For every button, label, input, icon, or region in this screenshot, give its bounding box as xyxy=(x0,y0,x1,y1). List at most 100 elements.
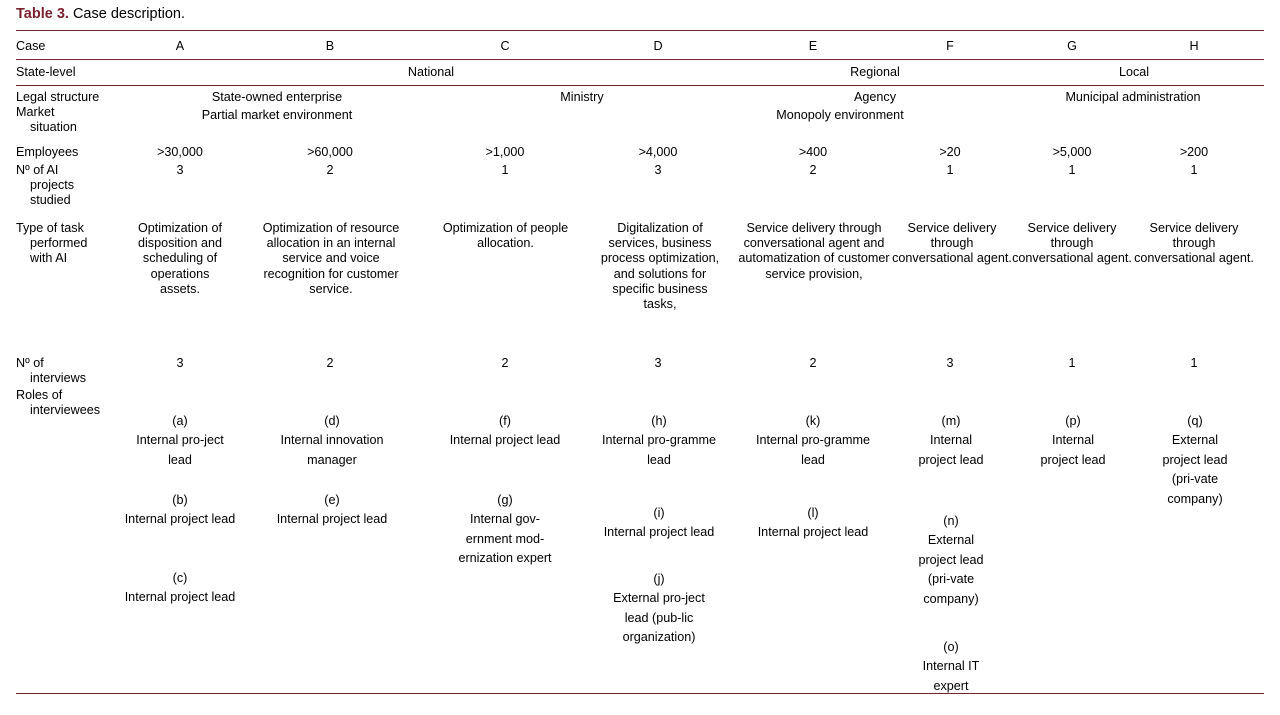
role-id: (i) xyxy=(653,506,665,520)
role-id: (o) xyxy=(943,640,959,654)
role-item: (c) Internal project lead xyxy=(124,569,236,608)
employees-d: >4,000 xyxy=(638,145,678,159)
rule-bottom xyxy=(16,693,1264,695)
interviews-a: 3 xyxy=(176,356,184,370)
row-label-state-level: State-level xyxy=(16,65,76,79)
role-item: (b) Internal project lead xyxy=(124,491,236,530)
role-id: (p) xyxy=(1065,414,1081,428)
role-id: (e) xyxy=(324,493,340,507)
task-type-c: Optimization of people allocation. xyxy=(442,221,569,251)
row-label-market-situation-line2: situation xyxy=(30,120,77,135)
row-label-ai-projects-line3: studied xyxy=(30,193,71,208)
row-label-interviews: Nº of interviews xyxy=(16,356,134,386)
ai-projects-f: 1 xyxy=(946,163,954,177)
task-type-h: Service delivery through conversational … xyxy=(1134,221,1254,266)
legal-structure-cd: Ministry xyxy=(560,90,604,104)
employees-e: >400 xyxy=(798,145,828,159)
rule-top xyxy=(16,30,1264,32)
ai-projects-g: 1 xyxy=(1068,163,1076,177)
role-item: (f) Internal project lead xyxy=(446,412,564,451)
role-id: (l) xyxy=(807,506,819,520)
role-item: (k) Internal pro-​gramme lead xyxy=(754,412,872,470)
role-text: External project lead (pri-​vate company… xyxy=(918,533,984,606)
ai-projects-h: 1 xyxy=(1190,163,1198,177)
column-header-e: E xyxy=(808,39,818,53)
row-label-roles: Roles of interviewees xyxy=(16,388,134,418)
role-text: Internal project lead xyxy=(449,433,561,448)
row-label-task-type-line3: with AI xyxy=(30,251,68,266)
legal-structure-ef: Agency xyxy=(853,90,896,104)
row-label-task-type: Type of task performed with AI xyxy=(16,221,134,267)
state-level-regional: Regional xyxy=(850,65,900,79)
column-header-b: B xyxy=(325,39,335,53)
role-item: (d) Internal innovation manager xyxy=(258,412,406,470)
role-item: (q) External project lead (pri-​vate com… xyxy=(1160,412,1230,509)
role-text: Internal gov-​ernment mod-​ernization ex… xyxy=(458,512,552,566)
row-label-roles-line2: interviewees xyxy=(30,403,100,418)
role-item: (g) Internal gov-​ernment mod-​ernizatio… xyxy=(458,491,552,569)
market-situation-ef: Monopoly environment xyxy=(776,108,904,122)
ai-projects-e: 2 xyxy=(809,163,817,177)
row-label-ai-projects-line2: projects xyxy=(30,178,75,193)
role-id: (c) xyxy=(172,571,188,585)
state-level-national: National xyxy=(407,65,455,79)
role-text: Internal project lead xyxy=(1040,433,1106,467)
role-text: Internal IT expert xyxy=(922,659,980,693)
employees-b: >60,000 xyxy=(307,145,353,159)
role-item: (n) External project lead (pri-​vate com… xyxy=(916,512,986,609)
task-type-d: Digitalization of services, business pro… xyxy=(600,221,720,312)
legal-structure-ab: State-owned enterprise xyxy=(211,90,343,104)
role-item: (i) Internal project lead xyxy=(600,504,718,543)
row-label-roles-line1: Roles of xyxy=(16,388,63,402)
ai-projects-c: 1 xyxy=(501,163,509,177)
row-label-employees: Employees xyxy=(16,145,79,159)
role-id: (d) xyxy=(324,414,340,428)
role-item: (p) Internal project lead xyxy=(1038,412,1108,470)
rule-under-state-level xyxy=(16,85,1264,86)
role-text: Internal project lead xyxy=(603,525,715,540)
legal-structure-gh: Municipal administration xyxy=(1065,90,1201,104)
role-id: (q) xyxy=(1187,414,1203,428)
employees-g: >5,000 xyxy=(1052,145,1092,159)
role-item: (m) Internal project lead xyxy=(916,412,986,470)
row-label-market-situation: Market situation xyxy=(16,105,134,135)
employees-f: >20 xyxy=(939,145,961,159)
role-item: (l) Internal project lead xyxy=(754,504,872,543)
ai-projects-b: 2 xyxy=(326,163,334,177)
role-text: Internal pro-​gramme lead xyxy=(755,433,871,467)
task-type-b: Optimization of resource allocation in a… xyxy=(262,221,400,296)
row-label-ai-projects: Nº of AI projects studied xyxy=(16,163,134,209)
role-text: Internal project lead xyxy=(757,525,869,540)
role-item: (o) Internal IT expert xyxy=(916,638,986,696)
interviews-b: 2 xyxy=(326,356,334,370)
role-text: Internal project lead xyxy=(124,590,236,605)
role-item: (j) External pro-​ject lead (pub-​lic or… xyxy=(606,570,712,648)
row-label-task-type-line1: Type of task xyxy=(16,221,84,235)
task-type-f: Service delivery through conversational … xyxy=(892,221,1012,266)
interviews-h: 1 xyxy=(1190,356,1198,370)
role-id: (h) xyxy=(651,414,667,428)
market-situation-ab: Partial market environment xyxy=(201,108,353,122)
employees-h: >200 xyxy=(1179,145,1209,159)
column-header-f: F xyxy=(946,39,954,53)
task-type-g: Service delivery through conversational … xyxy=(1012,221,1132,266)
row-label-ai-projects-line1: Nº of AI xyxy=(16,163,59,177)
role-id: (m) xyxy=(941,414,961,428)
role-id: (j) xyxy=(653,572,665,586)
column-header-d: D xyxy=(653,39,663,53)
role-text: External pro-​ject lead (pub-​lic organi… xyxy=(613,591,705,645)
row-label-interviews-line2: interviews xyxy=(30,371,86,386)
employees-c: >1,000 xyxy=(485,145,525,159)
table-caption-text: Case description. xyxy=(68,6,185,22)
column-header-g: G xyxy=(1067,39,1077,53)
interviews-e: 2 xyxy=(809,356,817,370)
role-text: Internal project lead xyxy=(276,512,388,527)
task-type-a: Optimization of disposition and scheduli… xyxy=(137,221,223,296)
row-label-market-situation-line1: Market xyxy=(16,105,55,119)
row-label-legal-structure: Legal structure xyxy=(16,90,100,104)
role-text: Internal innovation manager xyxy=(280,433,384,467)
role-id: (g) xyxy=(497,493,513,507)
row-label-interviews-line1: Nº of xyxy=(16,356,44,370)
role-id: (n) xyxy=(943,514,959,528)
table-caption: Table 3. Case description. xyxy=(16,5,185,23)
